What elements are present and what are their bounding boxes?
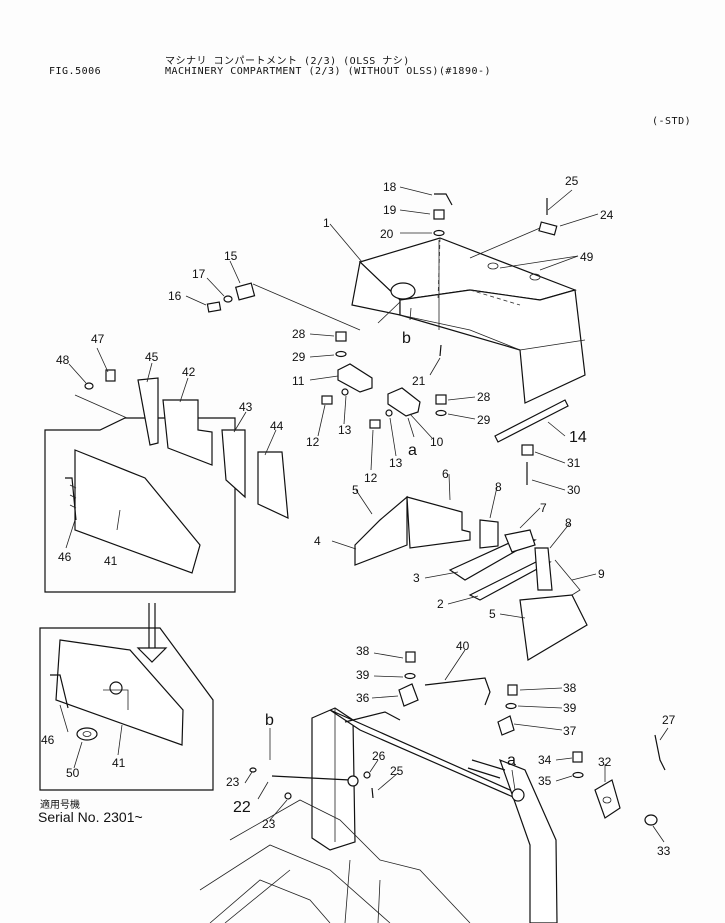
- callout-45: 45: [145, 350, 159, 364]
- callout-25b: 25: [390, 764, 404, 778]
- callout-49: 49: [580, 250, 594, 264]
- serial-label-japanese: 適用号機: [40, 800, 80, 811]
- stay-rod-14: [494, 399, 569, 485]
- title-japanese: マシナリ コンパートメント (2/3) (OLSS ナシ): [165, 56, 410, 67]
- ref-a-top: a: [408, 442, 417, 459]
- callout-12b: 12: [364, 471, 378, 485]
- down-arrow: [136, 603, 168, 663]
- callout-1: 1: [323, 216, 330, 230]
- ref-b-top: b: [402, 330, 411, 347]
- ref-a-bottom: a: [507, 752, 516, 769]
- callout-18: 18: [383, 180, 397, 194]
- lock-hardware: [433, 193, 453, 357]
- callout-30: 30: [567, 483, 581, 497]
- callout-38b: 38: [563, 681, 577, 695]
- callout-6: 6: [442, 467, 449, 481]
- callout-20: 20: [380, 227, 394, 241]
- title-english: MACHINERY COMPARTMENT (2/3) (WITHOUT OLS…: [165, 66, 492, 77]
- callout-39b: 39: [563, 701, 577, 715]
- callout-24: 24: [600, 208, 614, 222]
- callout-29b: 29: [477, 413, 491, 427]
- hinge-10-11: [321, 301, 447, 429]
- callout-21: 21: [412, 374, 426, 388]
- callout-17: 17: [192, 267, 206, 281]
- callout-37: 37: [563, 724, 577, 738]
- callout-42: 42: [182, 365, 196, 379]
- callout-36: 36: [356, 691, 370, 705]
- callout-19: 19: [383, 203, 397, 217]
- callout-10: 10: [430, 435, 444, 449]
- callout-46b: 46: [41, 733, 55, 747]
- callout-50: 50: [66, 766, 80, 780]
- detail-box-lower: [39, 627, 214, 791]
- floor-plates: [354, 495, 588, 661]
- figure-number: FIG.5006: [49, 66, 102, 77]
- callout-47: 47: [91, 332, 105, 346]
- latch-15-16-17: [206, 282, 361, 331]
- pin-24-25: [469, 198, 558, 259]
- callout-8b: 8: [565, 516, 572, 530]
- callout-2: 2: [437, 597, 444, 611]
- cover-part-1: [351, 237, 586, 404]
- callout-3: 3: [413, 571, 420, 585]
- callout-27: 27: [662, 713, 676, 727]
- callout-9: 9: [598, 567, 605, 581]
- callout-16: 16: [168, 289, 182, 303]
- detail-box-upper: [44, 369, 289, 593]
- callout-12: 12: [306, 435, 320, 449]
- ref-b-bottom: b: [265, 712, 274, 729]
- callout-numbers: 1 18 19 20 25 24 49 15 17 16 b 28 29 11 …: [41, 174, 676, 858]
- callout-5b: 5: [489, 607, 496, 621]
- callout-23: 23: [226, 775, 240, 789]
- callout-46: 46: [58, 550, 72, 564]
- callout-43: 43: [239, 400, 253, 414]
- callout-40: 40: [456, 639, 470, 653]
- callout-4: 4: [314, 534, 321, 548]
- callout-35: 35: [538, 774, 552, 788]
- callout-7: 7: [540, 501, 547, 515]
- machine-frame: [199, 651, 666, 923]
- callout-44: 44: [270, 419, 284, 433]
- leader-lines: [59, 186, 669, 843]
- serial-number-label: Serial No. 2301~: [38, 809, 143, 825]
- callout-29: 29: [292, 350, 306, 364]
- callout-13b: 13: [389, 456, 403, 470]
- callout-31: 31: [567, 456, 581, 470]
- callout-11: 11: [292, 374, 305, 388]
- callout-8: 8: [495, 480, 502, 494]
- callout-23b: 23: [262, 817, 276, 831]
- callout-41b: 41: [112, 756, 126, 770]
- callout-34: 34: [538, 753, 552, 767]
- callout-25: 25: [565, 174, 579, 188]
- variant-label: (-STD): [652, 116, 692, 127]
- callout-26: 26: [372, 749, 386, 763]
- callout-28b: 28: [477, 390, 491, 404]
- callout-15: 15: [224, 249, 238, 263]
- callout-22: 22: [233, 799, 251, 816]
- callout-38: 38: [356, 644, 370, 658]
- callout-13: 13: [338, 423, 352, 437]
- callout-48: 48: [56, 353, 70, 367]
- callout-33: 33: [657, 844, 671, 858]
- callout-5: 5: [352, 483, 359, 497]
- callout-39: 39: [356, 668, 370, 682]
- callout-32: 32: [598, 755, 612, 769]
- callout-28: 28: [292, 327, 306, 341]
- callout-41: 41: [104, 554, 118, 568]
- callout-14: 14: [569, 429, 587, 446]
